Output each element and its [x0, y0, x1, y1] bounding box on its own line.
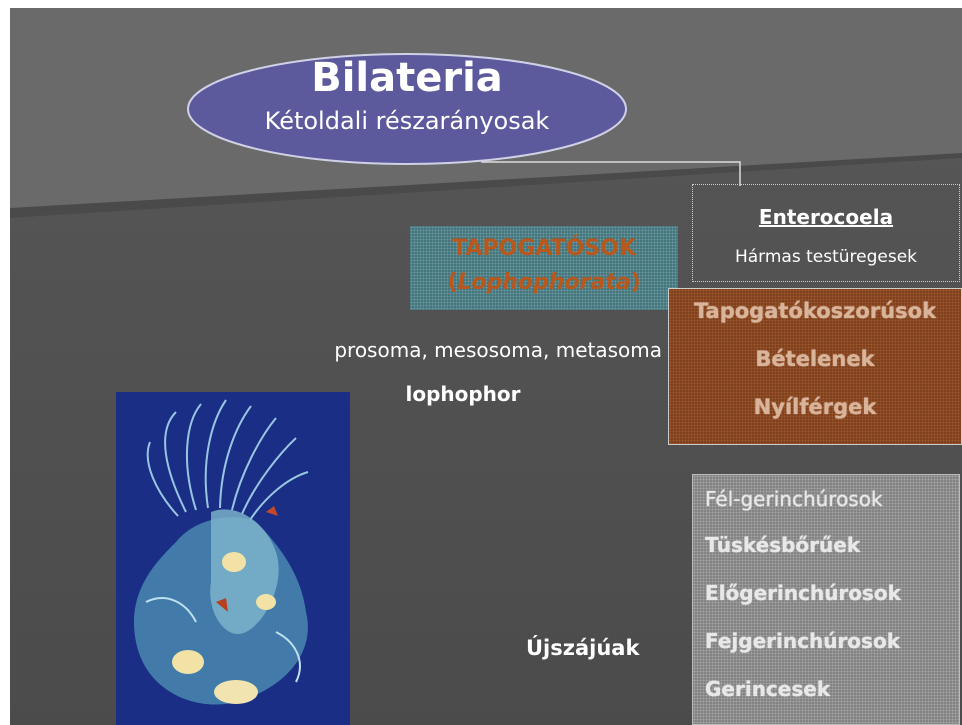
enterocoela-subtitle: Hármas testüregesek: [734, 247, 918, 267]
lophophor-text: lophophor: [405, 382, 521, 406]
lophophorata-latin: Lophophorata: [457, 270, 631, 295]
group-item: Tapogatókoszorúsok: [693, 299, 937, 323]
deuterostomia-label: Újszájúak: [526, 636, 640, 660]
group-item: Előgerinchúrosok: [705, 581, 901, 605]
slide-background: Bilateria Kétoldali részarányosak Entero…: [10, 8, 962, 725]
lophophorata-title: TAPOGATÓSOK: [452, 236, 636, 261]
lophophorata-node: TAPOGATÓSOK (Lophophorata): [410, 226, 678, 310]
bilateria-node: Bilateria Kétoldali részarányosak: [186, 52, 628, 166]
group-item: Bételenek: [755, 347, 875, 371]
group-item: Gerincesek: [705, 677, 831, 701]
enterocoela-title: Enterocoela: [758, 205, 894, 229]
lophophorate-larva-photo: [116, 392, 350, 725]
group-item: Tüskésbőrűek: [705, 533, 861, 557]
paren-open: (: [447, 270, 458, 295]
group-item: Fejgerinchúrosok: [705, 629, 900, 653]
bilateria-subtitle: Kétoldali részarányosak: [264, 107, 550, 135]
lophophorata-groups-box: Tapogatókoszorúsok Bételenek Nyílférgek: [668, 288, 962, 445]
paren-close: ): [630, 270, 641, 295]
enterocoela-node: Enterocoela Hármas testüregesek: [692, 184, 960, 282]
bilateria-title: Bilateria: [311, 55, 503, 101]
deuterostomia-groups-box: Fél-gerinchúrosok Tüskésbőrűek Előgerinc…: [692, 474, 960, 725]
body-regions-text: prosoma, mesosoma, metasoma: [334, 338, 662, 362]
group-item: Nyílférgek: [753, 395, 877, 419]
lophophorata-latin-line: (Lophophorata): [410, 270, 678, 295]
group-item: Fél-gerinchúrosok: [705, 487, 883, 511]
